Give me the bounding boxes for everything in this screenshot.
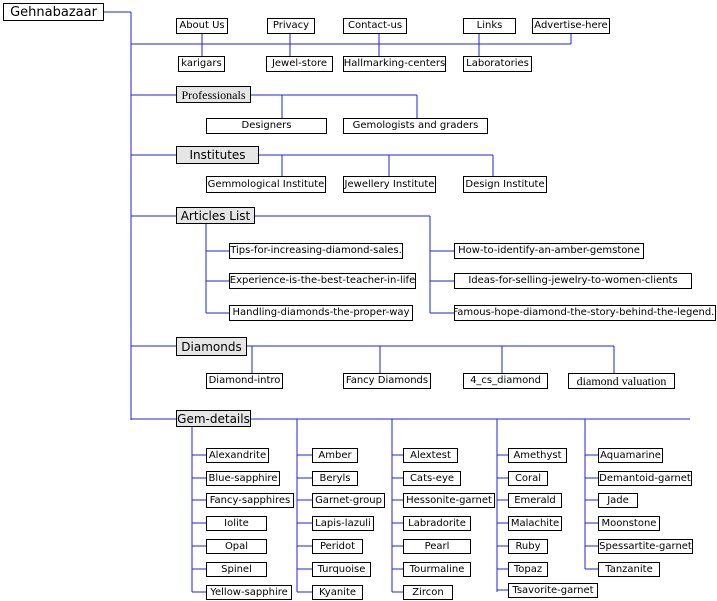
fancy-diamonds-node[interactable]: Fancy Diamonds — [343, 373, 431, 389]
gem-item[interactable]: Spinel — [206, 562, 267, 577]
gem-item[interactable]: Malachite — [508, 516, 562, 531]
diamond-valuation-node[interactable]: diamond valuation — [568, 373, 675, 389]
hallmarking-centers-node[interactable]: Hallmarking-centers — [343, 56, 446, 72]
gem-item[interactable]: Tsavorite-garnet — [508, 583, 598, 598]
gem-item[interactable]: Tourmaline — [403, 562, 471, 577]
gem-item[interactable]: Cats-eye — [403, 471, 461, 486]
gem-item[interactable]: Fancy-sapphires — [206, 493, 294, 508]
gem-item[interactable]: Turquoise — [312, 562, 371, 577]
article-item[interactable]: Famous-hope-diamond-the-story-behind-the… — [454, 305, 716, 321]
gem-item[interactable]: Demantoid-garnet — [598, 471, 692, 486]
contact-us-node[interactable]: Contact-us — [343, 18, 407, 34]
article-item[interactable]: How-to-identify-an-amber-gemstone — [454, 243, 644, 259]
links-node[interactable]: Links — [463, 18, 516, 34]
institutes-section[interactable]: Institutes — [176, 146, 259, 164]
gem-details-section[interactable]: Gem-details — [176, 410, 251, 427]
gem-item[interactable]: Kyanite — [312, 585, 363, 600]
jewellery-institute-node[interactable]: Jewellery Institute — [343, 176, 436, 193]
gem-item[interactable]: Emerald — [508, 493, 562, 508]
gem-item[interactable]: Blue-sapphire — [206, 471, 280, 486]
advertise-here-node[interactable]: Advertise-here — [532, 18, 610, 34]
gem-item[interactable]: Alexandrite — [206, 448, 269, 463]
gem-item[interactable]: Beryls — [312, 471, 358, 486]
privacy-node[interactable]: Privacy — [267, 18, 315, 34]
gem-item[interactable]: Garnet-group — [312, 493, 385, 508]
articles-list-section[interactable]: Articles List — [176, 207, 255, 224]
gem-item[interactable]: Hessonite-garnet — [403, 493, 495, 508]
designers-node[interactable]: Designers — [206, 118, 327, 134]
gemologists-node[interactable]: Gemologists and graders — [343, 118, 488, 134]
gem-item[interactable]: Topaz — [508, 562, 548, 577]
gem-item[interactable]: Amethyst — [508, 448, 567, 463]
gem-item[interactable]: Aquamarine — [598, 448, 663, 463]
about-us-node[interactable]: About Us — [176, 18, 228, 34]
gem-item[interactable]: Coral — [508, 471, 548, 486]
gem-item[interactable]: Moonstone — [598, 516, 660, 531]
root-node[interactable]: Gehnabazaar — [3, 3, 104, 21]
laboratories-node[interactable]: Laboratories — [463, 56, 532, 72]
design-institute-node[interactable]: Design Institute — [463, 176, 547, 193]
gemmological-institute-node[interactable]: Gemmological Institute — [206, 176, 326, 193]
professionals-section[interactable]: Professionals — [176, 86, 251, 103]
diamond-intro-node[interactable]: Diamond-intro — [206, 373, 283, 389]
gem-item[interactable]: Amber — [312, 448, 358, 463]
gem-item[interactable]: Zircon — [403, 585, 453, 600]
gem-item[interactable]: Yellow-sapphire — [206, 585, 292, 600]
gem-item[interactable]: Ruby — [508, 539, 548, 554]
article-item[interactable]: Experience-is-the-best-teacher-in-life — [229, 273, 416, 289]
gem-item[interactable]: Jade — [598, 493, 638, 508]
diamonds-section[interactable]: Diamonds — [176, 337, 247, 356]
article-item[interactable]: Ideas-for-selling-jewelry-to-women-clien… — [454, 273, 692, 289]
gem-item[interactable]: Peridot — [312, 539, 363, 554]
gem-item[interactable]: Alextest — [403, 448, 458, 463]
jewel-store-node[interactable]: Jewel-store — [266, 56, 333, 72]
karigars-node[interactable]: karigars — [178, 56, 225, 72]
gem-item[interactable]: Opal — [206, 539, 267, 554]
gem-item[interactable]: Iolite — [206, 516, 267, 531]
gem-item[interactable]: Spessartite-garnet — [598, 539, 693, 554]
four-cs-diamond-node[interactable]: 4_cs_diamond — [463, 373, 548, 389]
gem-item[interactable]: Labradorite — [403, 516, 471, 531]
gem-item[interactable]: Lapis-lazuli — [312, 516, 374, 531]
gem-item[interactable]: Pearl — [403, 539, 471, 554]
article-item[interactable]: Tips-for-increasing-diamond-sales. — [229, 243, 403, 259]
gem-item[interactable]: Tanzanite — [598, 562, 660, 577]
article-item[interactable]: Handling-diamonds-the-proper-way — [229, 305, 413, 321]
